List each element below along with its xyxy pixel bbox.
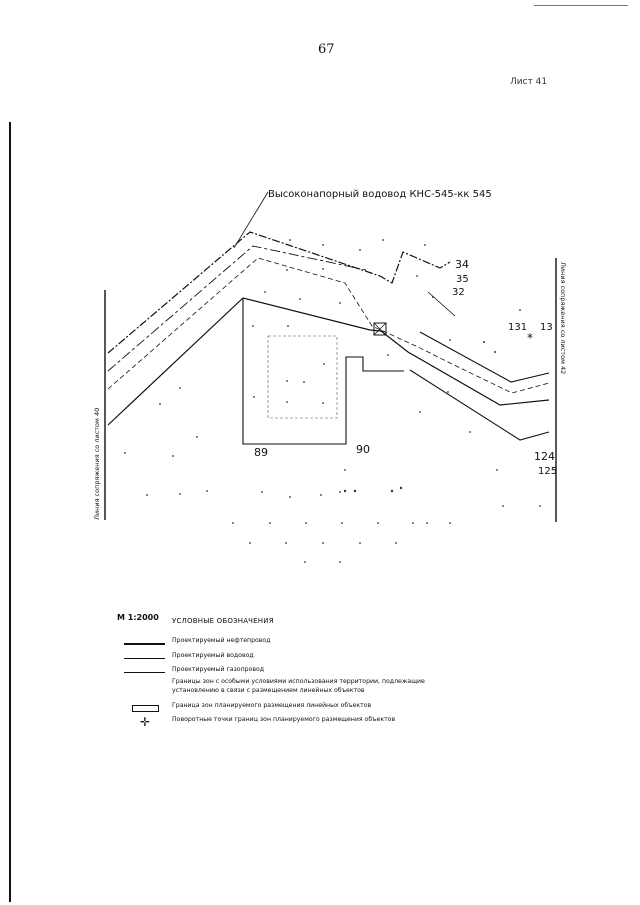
corridor-east-lowest	[409, 369, 550, 441]
legend-item-special-zones-continued: установлению в связи с размещением линей…	[172, 687, 365, 694]
pipeline-corridor	[107, 191, 550, 441]
corridor-outer-line	[107, 245, 367, 372]
legend-item-label: Границы зон с особыми условиями использо…	[172, 678, 425, 685]
point-label-89: 89	[254, 446, 268, 459]
legend-item-special-zones: Границы зон с особыми условиями использо…	[124, 678, 434, 692]
legend-item-placement-zone: Граница зон планируемого размещения лине…	[124, 702, 434, 716]
planned-zone-boundary	[242, 299, 404, 445]
legend-item-water-pipeline: Проектируемый водовод	[124, 652, 434, 666]
point-label-125: 125	[538, 466, 557, 477]
legend-item-gas-pipeline: Проектируемый газопровод	[124, 666, 434, 680]
water-pipeline-swatch	[124, 658, 165, 659]
well-stub	[427, 291, 456, 317]
corridor-upper-line	[107, 231, 451, 354]
legend-item-label: Проектируемый нефтепровод	[172, 637, 271, 644]
top-right-rule	[534, 5, 628, 6]
map-scale: М 1:2000	[117, 613, 159, 622]
left-side-label: Линия сопряжения со листом 40	[93, 408, 101, 520]
placement-zone-swatch	[132, 705, 159, 712]
turning-point-icon: ✛	[140, 715, 151, 729]
sheet-label: Лист 41	[510, 77, 548, 87]
corridor-east-lower	[419, 331, 550, 383]
point-label-32: 32	[452, 287, 465, 298]
point-label-35: 35	[456, 274, 469, 285]
corridor-middle-line	[107, 257, 550, 394]
left-margin-rule	[9, 122, 11, 902]
right-side-label: Линия сопряжения со листом 42	[559, 262, 567, 374]
legend-item-turning-points: ✛ Поворотные точки границ зон планируемо…	[124, 716, 434, 730]
page-number: 67	[318, 42, 335, 57]
oil-pipeline-swatch	[124, 643, 165, 645]
leader-line	[233, 191, 269, 249]
legend-item-oil-pipeline: Проектируемый нефтепровод	[124, 637, 434, 651]
legend-item-label: Проектируемый газопровод	[172, 666, 265, 673]
point-label-131: 131	[508, 322, 527, 333]
point-label-90: 90	[356, 443, 370, 456]
junction-marker	[373, 322, 387, 336]
legend-item-label: Проектируемый водовод	[172, 652, 254, 659]
point-label-124: 124	[534, 450, 555, 463]
survey-dots	[124, 239, 541, 563]
corridor-lower-line	[107, 297, 550, 426]
inner-zone-dashed	[267, 335, 338, 419]
point-label-34: 34	[455, 258, 469, 271]
legend-item-label: Поворотные точки границ зон планируемого…	[172, 716, 396, 723]
point-label-13: 13	[540, 322, 553, 333]
legend-item-label: Граница зон планируемого размещения лине…	[172, 702, 372, 709]
legend-title: УСЛОВНЫЕ ОБОЗНАЧЕНИЯ	[172, 617, 274, 625]
map-title: Высоконапорный водовод КНС-545-кк 545	[268, 189, 492, 200]
asterisk-symbol: *	[527, 331, 533, 345]
gas-pipeline-swatch	[124, 672, 165, 673]
